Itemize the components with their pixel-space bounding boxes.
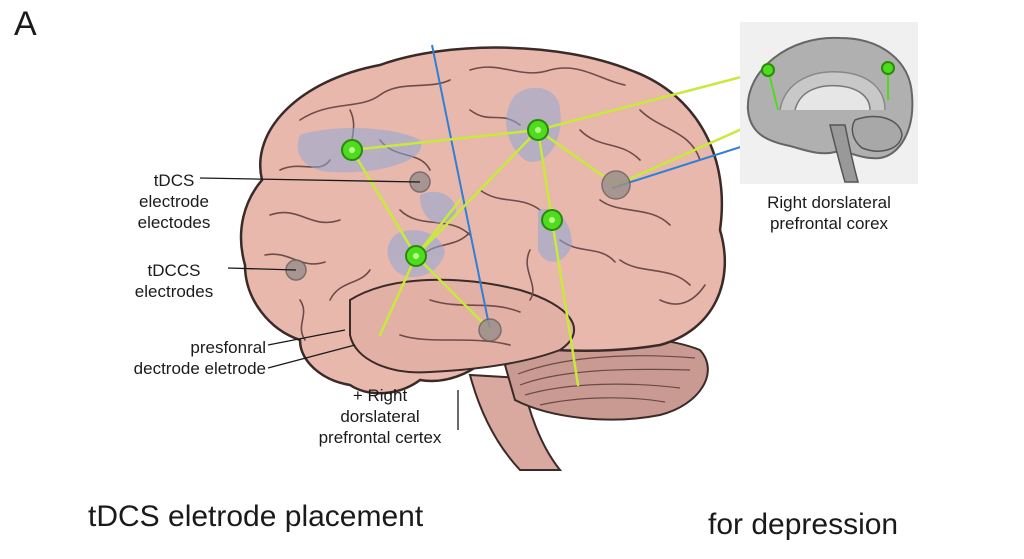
label-tdccs-electrodes: tDCCS electrodes — [104, 260, 244, 302]
connection-lines — [350, 68, 782, 387]
label-prefonral-electrode: presfonral dectrode eletrode — [96, 337, 266, 379]
inset-caption: Right dorslateral prefrontal corex — [748, 192, 910, 234]
temporal-lobe — [349, 278, 575, 374]
label-line: tDCCS — [147, 261, 201, 280]
inset-brainstem — [829, 124, 859, 183]
label-line: electrode — [139, 192, 209, 211]
green-electrode-centers — [349, 127, 555, 259]
label-line: + Right — [352, 386, 408, 405]
label-line: tDCS — [153, 171, 195, 190]
inset-sagittal-view — [740, 22, 918, 184]
cerebellum-folia — [517, 355, 696, 406]
axis-line — [431, 44, 491, 331]
label-line: dectrode eletrode — [133, 359, 266, 378]
label-tdcs-electrode: tDCS electrode electodes — [104, 170, 244, 233]
label-line: electodes — [137, 213, 211, 232]
label-line: Right dorslateral — [767, 193, 891, 212]
figure-caption-left: tDCS eletrode placement — [88, 500, 424, 533]
grey-electrodes — [285, 170, 631, 342]
label-line: presfonral — [190, 338, 266, 357]
inset-cerebellum — [851, 115, 903, 152]
label-pointers — [199, 177, 459, 430]
label-line: electrodes — [134, 282, 214, 301]
label-line: prefrontal corex — [769, 214, 889, 233]
figure-caption-right: for depression — [708, 508, 899, 541]
label-right-dlpfc: + Right dorslateral prefrontal certex — [290, 385, 470, 448]
label-line: prefrontal certex — [318, 428, 442, 447]
panel-letter: A — [14, 5, 37, 43]
label-line: dorslateral — [340, 407, 420, 426]
